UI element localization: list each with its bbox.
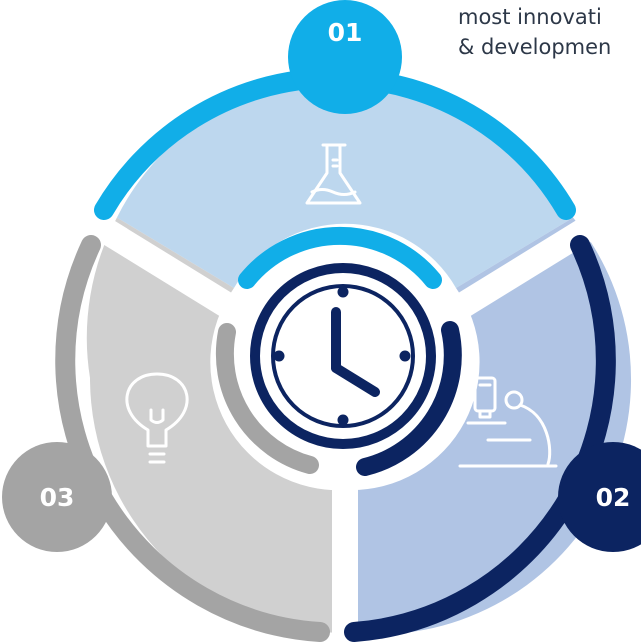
segment-02-fill	[349, 217, 632, 635]
segment-02-inner-arc	[356, 321, 462, 476]
flask-icon	[305, 143, 362, 205]
caption-line-2: & developmen	[458, 35, 612, 59]
clock-icon	[245, 258, 441, 454]
badge-01-label: 01	[328, 18, 363, 47]
badge-02: 02	[558, 442, 641, 552]
caption-line-1: most innovati	[458, 5, 602, 29]
caption-text: most innovati & developmen	[458, 2, 641, 62]
segment-01-inner-arc	[238, 226, 442, 289]
lightbulb-icon	[125, 372, 189, 464]
badge-02-label: 02	[596, 483, 631, 512]
segment-03-fill	[86, 217, 345, 633]
segment-03-inner-arc	[215, 323, 319, 474]
microscope-icon	[458, 376, 558, 468]
badge-03: 03	[2, 442, 112, 552]
badge-03-label: 03	[40, 483, 75, 512]
badge-01: 01	[288, 0, 402, 114]
